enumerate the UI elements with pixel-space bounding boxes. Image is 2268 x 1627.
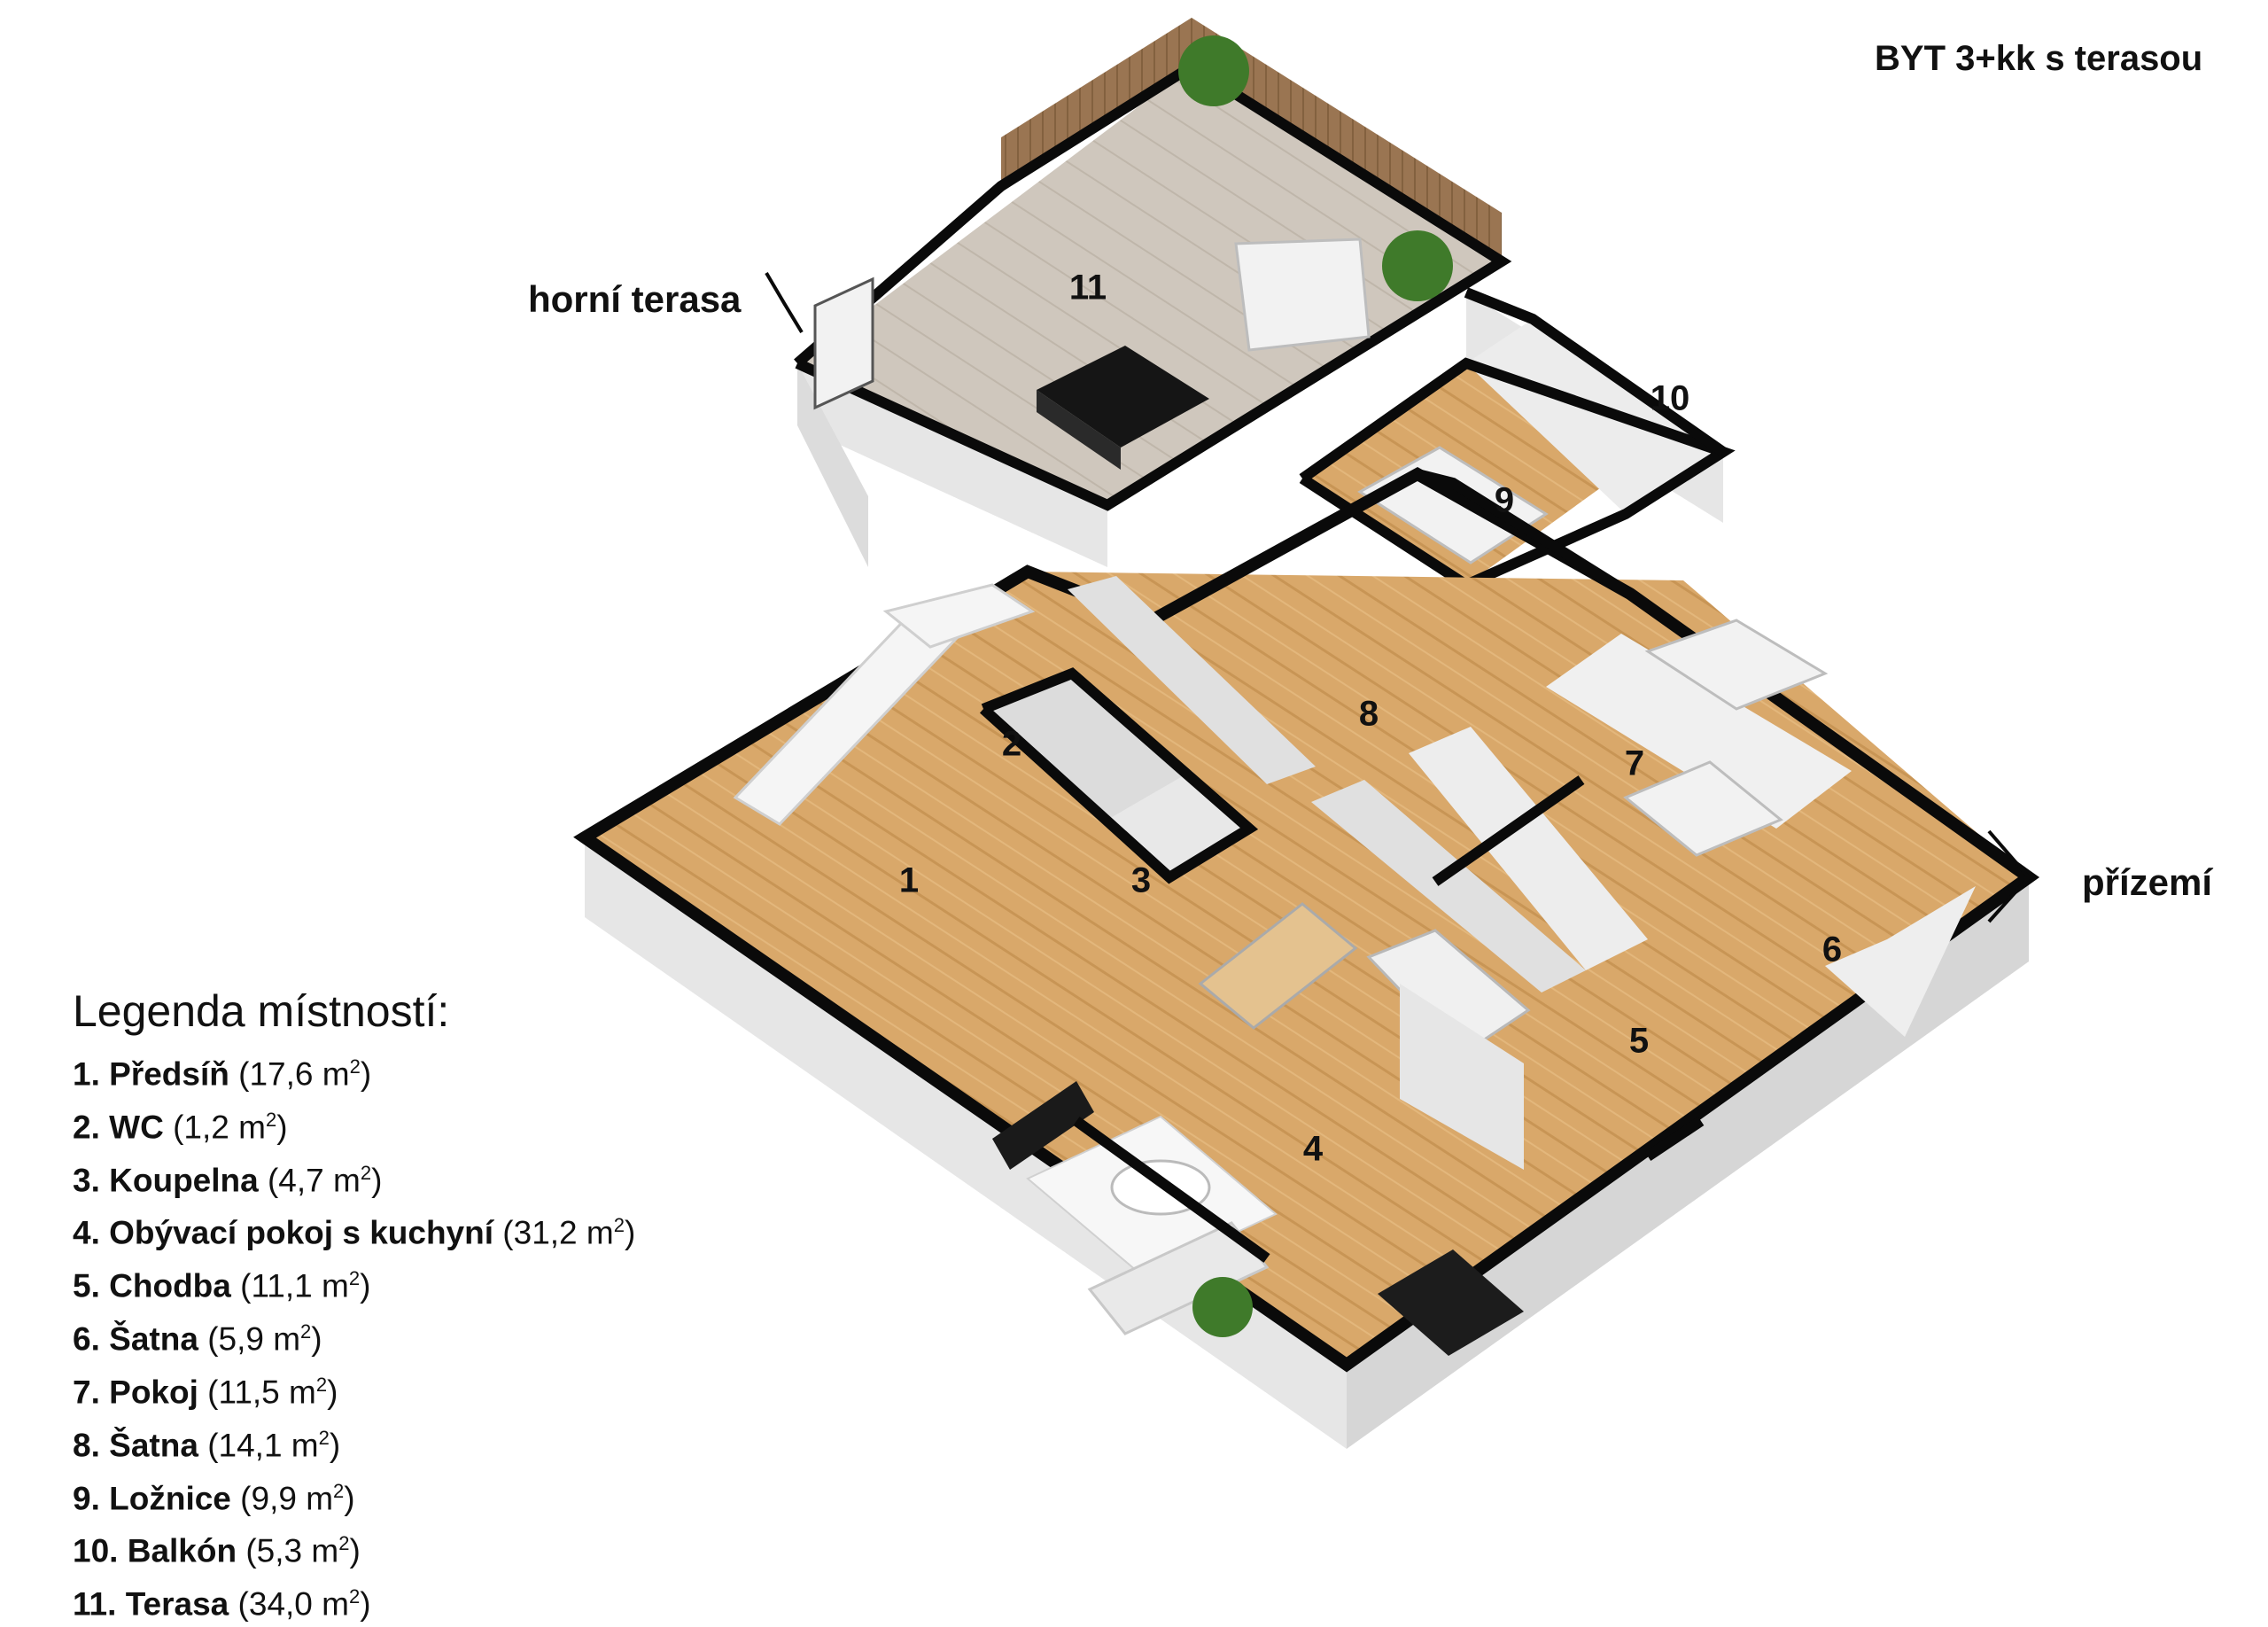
room-number-8: 8 (1358, 694, 1379, 734)
room-number-2: 2 (1001, 724, 1022, 764)
upper-terrace (794, 18, 1512, 567)
legend-item: 3. Koupelna (4,7 m2) (73, 1161, 383, 1198)
legend-item: 2. WC (1,2 m2) (73, 1108, 288, 1146)
living-room-furniture (992, 1081, 1524, 1356)
legend-item: 8. Šatna (14,1 m2) (73, 1426, 341, 1464)
room-number-1: 1 (898, 860, 920, 900)
bedroom-balcony (1299, 287, 1736, 591)
plant-icon (1382, 230, 1453, 301)
legend-item: 1. Předsíň (17,6 m2) (73, 1055, 372, 1093)
legend-item: 4. Obývací pokoj s kuchyní (31,2 m2) (73, 1214, 636, 1251)
room-number-4: 4 (1302, 1129, 1324, 1169)
room-legend: Legenda místností: 1. Předsíň (17,6 m2) … (73, 985, 635, 1627)
plan-title: BYT 3+kk s terasou (1875, 39, 2203, 78)
wardrobe-furniture (1623, 619, 1976, 1037)
room-number-7: 7 (1624, 743, 1645, 783)
level-label-upper: horní terasa (528, 278, 742, 320)
level-bracket-upper (765, 271, 804, 334)
plant-icon (1192, 1277, 1253, 1337)
room-number-11: 11 (1068, 268, 1107, 307)
level-label-ground: přízemí (2082, 861, 2213, 903)
legend-item: 7. Pokoj (11,5 m2) (73, 1373, 338, 1411)
floor-plan-3d (573, 18, 2040, 1449)
plant-icon (1178, 35, 1249, 106)
room-number-5: 5 (1628, 1021, 1650, 1061)
legend-item: 10. Balkón (5,3 m2) (73, 1532, 361, 1569)
legend-list: 1. Předsíň (17,6 m2) 2. WC (1,2 m2) 3. K… (73, 1044, 635, 1627)
staircase (733, 583, 1036, 826)
legend-heading: Legenda místností: (73, 986, 450, 1036)
outline-accents (1073, 775, 1705, 1263)
interior-walls (1068, 469, 1852, 993)
legend-item: 5. Chodba (11,1 m2) (73, 1267, 371, 1304)
room-number-9: 9 (1494, 480, 1515, 520)
legend-item: 9. Ložnice (9,9 m2) (73, 1479, 355, 1516)
kitchen (1198, 902, 1531, 1170)
room-number-10: 10 (1650, 378, 1690, 418)
legend-item: 11. Terasa (34,0 m2) (73, 1585, 371, 1623)
room-number-6: 6 (1821, 930, 1843, 969)
wc-bathroom (979, 667, 1259, 884)
level-bracket-ground (1987, 829, 2031, 923)
legend-item: 6. Šatna (5,9 m2) (73, 1320, 322, 1358)
room-number-3: 3 (1130, 860, 1152, 900)
